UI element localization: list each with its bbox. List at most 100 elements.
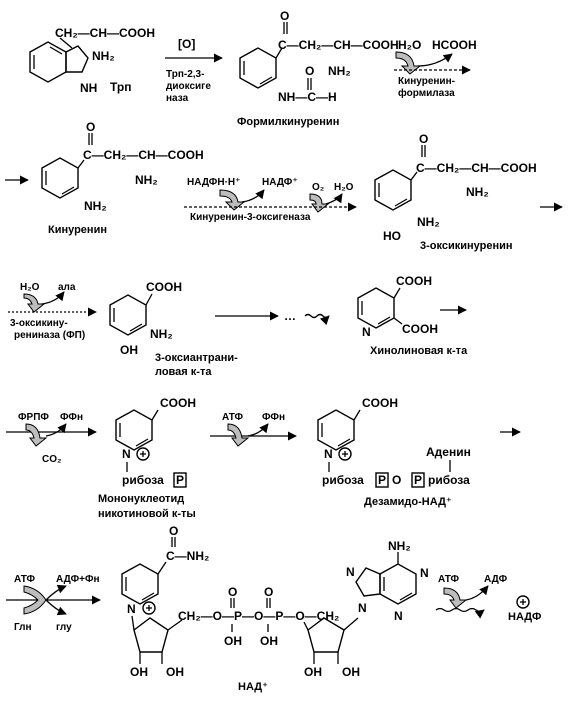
ha-label-1: 3-оксиантрани- — [155, 352, 238, 364]
fk-nh-formyl: NH—C—H — [278, 90, 337, 104]
step1-reaction: [O] Трп-2,3- диоксиге наза — [165, 37, 223, 104]
nad-p-o1: O — [228, 585, 237, 599]
hk-o: O — [419, 132, 428, 146]
dnad-p1: P — [378, 473, 386, 487]
step6-out: ФФн — [262, 412, 285, 423]
benzene-ring — [239, 47, 277, 89]
step3-out: НАДФ⁺ — [262, 177, 298, 188]
step3-reaction: НАДФН·Н⁺ НАДФ⁺ O₂ H₂O Кинуренин-3-оксиге… — [184, 177, 357, 223]
pyridine-ring — [317, 409, 355, 451]
ha-nh2: NH₂ — [150, 327, 173, 341]
hk-nh2-side: NH₂ — [466, 185, 489, 199]
nad-n3: N — [346, 565, 355, 579]
step4-enzyme-1: 3-оксикину- — [10, 318, 68, 329]
dnad-adenine: Аденин — [426, 445, 471, 459]
nad-oh4: OH — [342, 665, 360, 679]
nad-adenine-nh2: NH₂ — [388, 539, 411, 553]
benzene-ring — [29, 41, 67, 83]
kynurenine-structure: O C—CH₂—CH—COOH NH₂ NH₂ Кинуренин — [41, 120, 204, 236]
fk-chain: C—CH₂—CH—COOH — [278, 38, 399, 52]
trp-side-chain: CH₂—CH—COOH — [55, 26, 155, 40]
hydroxykynurenine-structure: O C—CH₂—CH—COOH NH₂ NH₂ HO 3-оксикинурен… — [374, 132, 537, 252]
adenine-imidazole — [355, 567, 381, 597]
kyn-label: Кинуренин — [48, 224, 107, 236]
nad-n2: N — [394, 609, 403, 623]
step2-reaction: H₂O HCOOH Кинуренин- формилаза — [394, 38, 477, 99]
nmn-ribose: рибоза — [122, 473, 164, 487]
step3-o2: O₂ — [312, 182, 324, 193]
trp-label: Трп — [110, 80, 131, 94]
step5-out: ФФн — [60, 412, 83, 423]
tryptophan-structure: CH₂—CH—COOH NH₂ NH Трп — [29, 26, 155, 95]
step2-enzyme-2: формилаза — [398, 87, 455, 99]
formylkynurenine-structure: O C—CH₂—CH—COOH NH₂ O NH—C—H Формилкинур… — [237, 9, 399, 128]
step4-out: ала — [58, 282, 76, 293]
nad-n4: N — [358, 601, 367, 615]
step7-out2: глу — [56, 622, 72, 633]
step8-out: АДФ — [484, 574, 508, 585]
nad-amide-o: O — [169, 524, 178, 538]
benzene-ring — [109, 294, 147, 336]
step2-enzyme-1: Кинуренин- — [398, 76, 455, 87]
step5-reaction: ФРПФ ФФн CO₂ — [6, 412, 97, 465]
nad-n: N — [127, 602, 136, 616]
pyridine-ring — [357, 287, 395, 329]
step5-in: ФРПФ — [18, 412, 49, 423]
nad-p-o2: O — [264, 585, 273, 599]
benzene-ring — [374, 169, 412, 211]
pyrrole-ring — [65, 45, 89, 73]
step3-h2o: H₂O — [334, 182, 354, 193]
dots: … — [284, 309, 296, 323]
desamido-nad-structure: COOH N Аденин рибоза P O P рибоза Дезами… — [317, 396, 471, 508]
nmn-n: N — [122, 447, 131, 461]
hk-chain: C—CH₂—CH—COOH — [416, 161, 537, 175]
nad-oh2: OH — [166, 665, 184, 679]
kyn-nh2-ring: NH₂ — [84, 199, 107, 213]
ha-label-2: ловая к-та — [155, 366, 212, 378]
step8-product: НАДФ — [508, 611, 541, 623]
fk-formyl-o: O — [305, 64, 314, 78]
hydroxyanthranilate-structure: COOH NH₂ OH 3-оксиантрани- ловая к-та — [109, 280, 238, 378]
adenine-pyrimidine — [379, 563, 417, 605]
step3-in: НАДФН·Н⁺ — [187, 177, 240, 188]
hk-label: 3-оксикинуренин — [420, 240, 513, 252]
step8-arrow — [435, 607, 485, 619]
quin-n: N — [362, 325, 371, 339]
step1-enzyme-1: Трп-2,3- — [166, 69, 204, 80]
quin-cooh1: COOH — [396, 274, 432, 288]
nad-p-oh2: OH — [260, 634, 278, 648]
trp-nh: NH — [80, 81, 97, 95]
step8-in: АТФ — [438, 574, 459, 585]
nad-structure: O C—NH₂ N OH OH CH₂—O—P—O—P—O—CH₂ O O OH… — [121, 524, 429, 693]
step1-enzyme-3: наза — [166, 93, 189, 104]
step4-enzyme-2: рениназа (ФП) — [14, 330, 85, 341]
pyridine-ring — [115, 409, 153, 451]
step1-enzyme-2: диоксиге — [166, 81, 211, 92]
dnad-o: O — [392, 473, 401, 487]
fk-nh2: NH₂ — [328, 64, 351, 78]
quinolinic-acid-structure: COOH COOH N Хинолиновая к-та — [357, 274, 468, 357]
trp-nh2: NH₂ — [92, 49, 115, 63]
step2-out: HCOOH — [432, 38, 477, 52]
step3-enzyme: Кинуренин-3-оксигеназа — [190, 212, 311, 223]
pyridine-ring — [121, 563, 159, 605]
step1-cofactor: [O] — [178, 37, 195, 51]
step2-in: H₂O — [398, 38, 421, 52]
step7-in2: Глн — [14, 622, 32, 633]
step4-reaction: H₂O ала 3-оксикину- рениназа (ФП) — [8, 282, 97, 341]
dnad-ribose2: рибоза — [428, 473, 470, 487]
ha-cooh: COOH — [146, 280, 182, 294]
ribose-ring-2 — [307, 617, 345, 653]
nad-oh1: OH — [130, 665, 148, 679]
arrow-row3-2 — [304, 313, 330, 326]
nad-linker: CH₂—O—P—O—P—O—CH₂ — [178, 609, 339, 623]
nad-amide: C—NH₂ — [166, 549, 209, 563]
nmn-cooh: COOH — [160, 396, 196, 410]
kyn-chain: C—CH₂—CH—COOH — [83, 148, 204, 162]
nad-label: НАД⁺ — [238, 681, 268, 693]
step7-out1: АДФ+Фн — [56, 574, 100, 585]
quin-cooh2: COOH — [402, 322, 438, 336]
fk-o: O — [280, 9, 289, 23]
nmn-label-1: Мононуклеотид — [98, 493, 184, 505]
